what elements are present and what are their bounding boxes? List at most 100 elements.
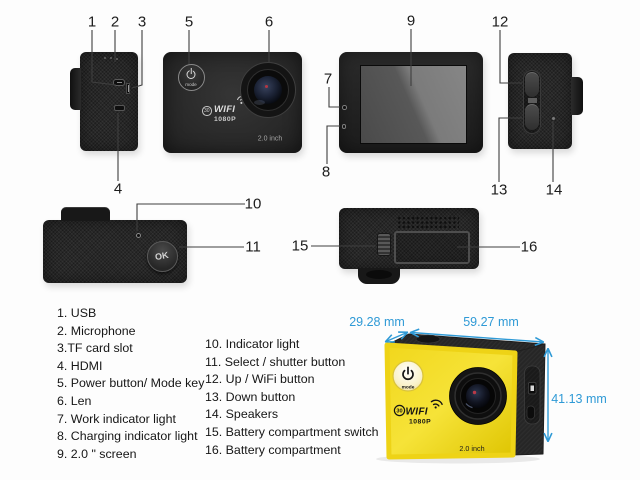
width-dimension-label: 59.27 mm — [463, 315, 519, 329]
height-dimension-label: 41.13 mm — [551, 392, 607, 406]
ok-label: OK — [154, 249, 170, 263]
callout-8: 8 — [321, 163, 331, 181]
fps-30-badge — [393, 404, 406, 417]
camera-shadow — [376, 454, 540, 464]
callout-13: 13 — [490, 181, 508, 199]
lens-highlight — [465, 403, 473, 409]
battery-compartment-door — [394, 231, 470, 264]
callout-10: 10 — [244, 195, 262, 213]
yellow-camera-3d-view: mode 30 WIFI 1080P — [376, 333, 546, 464]
callout-15: 15 — [291, 237, 309, 255]
legend-item-3: 3.TF card slot — [57, 341, 133, 356]
callout-5: 5 — [184, 13, 194, 31]
callout-3: 3 — [137, 13, 147, 31]
legend-item-15: 15. Battery compartment switch — [205, 424, 379, 439]
front-view: mode 30 WIFI 1080P 2.0 inch — [163, 52, 302, 153]
legend-left-column: 1. USB 2. Microphone 3.TF card slot 4. H… — [57, 305, 204, 463]
down-button — [525, 104, 539, 130]
microphone-holes — [110, 57, 112, 59]
side-view-right — [508, 53, 583, 149]
leader-lines — [91, 29, 554, 248]
legend-item-5: 5. Power button/ Mode key — [57, 376, 205, 391]
microphone-holes — [104, 57, 106, 59]
wifi-label: WIFI — [214, 104, 236, 115]
legend-item-2: 2. Microphone — [57, 323, 136, 338]
lens-glass — [254, 76, 282, 104]
lens-red-glint — [472, 390, 477, 395]
callout-9: 9 — [406, 12, 416, 30]
lens-red-glint — [265, 85, 268, 88]
callout-11: 11 — [245, 238, 261, 256]
charging-indicator-light — [341, 124, 346, 129]
usb-contact — [116, 81, 122, 84]
top-shutter-button — [415, 334, 441, 344]
legend-item-6: 6. Len — [57, 393, 92, 408]
legend-item-16: 16. Battery compartment — [205, 442, 341, 457]
tf-card-edge — [127, 85, 129, 92]
resolution-label: 1080P — [214, 116, 237, 123]
legend-item-1: 1. USB — [57, 306, 97, 320]
legend-item-14: 14. Speakers — [205, 407, 279, 422]
lens-highlight — [254, 100, 265, 105]
side-port-panel — [524, 365, 541, 425]
barrel-opening — [366, 270, 392, 279]
callout-2: 2 — [110, 13, 120, 31]
callout-14: 14 — [545, 181, 563, 199]
usb-port-yellow — [528, 382, 537, 395]
legend-item-12: 12. Up / WiFi button — [205, 372, 315, 387]
indicator-light — [135, 232, 141, 238]
fps-30-label: 30 — [396, 409, 402, 415]
lcd-screen — [360, 65, 467, 144]
camera-top-face — [386, 333, 546, 354]
lens-barrel-top — [61, 207, 110, 221]
dimension-lines — [386, 333, 548, 442]
microphone-holes — [116, 58, 118, 60]
power-icon — [186, 67, 196, 79]
track-gap — [527, 98, 537, 103]
mode-label: mode — [402, 385, 415, 391]
callout-16: 16 — [520, 238, 538, 256]
lens-barrel-bottom — [358, 268, 400, 284]
legend-item-11: 11. Select / shutter button — [205, 354, 346, 369]
power-icon — [402, 369, 414, 381]
lens-barrel-edge-right — [571, 77, 583, 115]
legend-item-8: 8. Charging indicator light — [57, 429, 198, 444]
up-wifi-button — [525, 72, 539, 97]
speaker-hole — [551, 116, 555, 120]
fps-30-badge: 30 — [202, 106, 212, 116]
battery-compartment-switch — [377, 233, 391, 256]
camera-right-face — [512, 343, 546, 456]
top-view: OK — [43, 207, 187, 283]
lens-barrel-edge — [70, 68, 81, 110]
depth-dimension-line — [386, 333, 407, 342]
speaker-grid — [397, 216, 459, 229]
wifi-signal-icon — [430, 399, 443, 409]
usb-contact-yellow — [530, 385, 534, 391]
callout-12: 12 — [491, 13, 509, 31]
wifi-label: WIFI — [406, 407, 428, 418]
callout-1: 1 — [87, 13, 97, 31]
lens — [240, 62, 296, 118]
mode-label: mode — [185, 82, 197, 87]
legend-item-7: 7. Work indicator light — [57, 411, 176, 426]
back-view — [339, 52, 483, 153]
power-mode-button: mode — [177, 63, 205, 91]
callout-6: 6 — [264, 13, 274, 31]
lens-yellow — [449, 367, 507, 425]
legend-right-column: 10. Indicator light 11. Select / shutter… — [205, 336, 379, 459]
power-mode-button-yellow: mode — [392, 360, 424, 392]
callout-4: 4 — [113, 180, 123, 198]
hdmi-port — [114, 105, 125, 111]
depth-dimension-label: 29.28 mm — [349, 315, 405, 329]
ok-shutter-button: OK — [146, 240, 178, 272]
screen-size-label: 2.0 inch — [257, 135, 283, 143]
screen-size-label-yellow: 2.0 inch — [459, 444, 484, 453]
legend-item-13: 13. Down button — [205, 389, 296, 404]
bottom-view — [339, 208, 479, 284]
work-indicator-light — [342, 105, 347, 110]
width-dimension-line — [411, 333, 543, 343]
callout-7: 7 — [323, 70, 333, 88]
usb-port — [113, 79, 125, 86]
camera-front-face — [384, 342, 518, 460]
